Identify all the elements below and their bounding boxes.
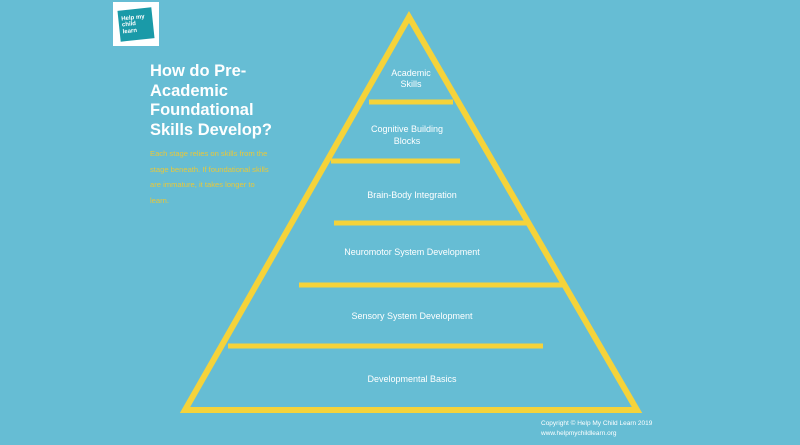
- logo: Help my child learn: [113, 2, 159, 46]
- level-1-label-line-1: Academic: [391, 68, 431, 78]
- level-sensory-system-development: Sensory System Development: [351, 311, 473, 321]
- level-1-label-line-2: Skills: [400, 79, 422, 89]
- level-academic-skills: Academic Skills: [391, 68, 431, 90]
- copyright-line: Copyright © Help My Child Learn 2019: [541, 420, 653, 427]
- level-2-label-line-1: Cognitive Building: [370, 124, 444, 134]
- copyright-notice: Copyright © Help My Child Learn 2019 www…: [541, 419, 652, 439]
- level-2-label-line-2: Blocks: [393, 136, 421, 146]
- level-developmental-basics: Developmental Basics: [367, 374, 457, 384]
- level-neuromotor-system-development: Neuromotor System Development: [344, 247, 480, 257]
- website-url: www.helpmychildlearn.org: [541, 430, 617, 437]
- pyramid-outline: [179, 10, 643, 413]
- level-cognitive-building-blocks: Cognitive Building Blocks: [371, 123, 443, 147]
- level-brain-body-integration: Brain-Body Integration: [367, 190, 457, 200]
- description-text: Each stage relies on skills from the sta…: [150, 149, 269, 205]
- page-title: How do Pre-Academic Foundational Skills …: [150, 62, 272, 139]
